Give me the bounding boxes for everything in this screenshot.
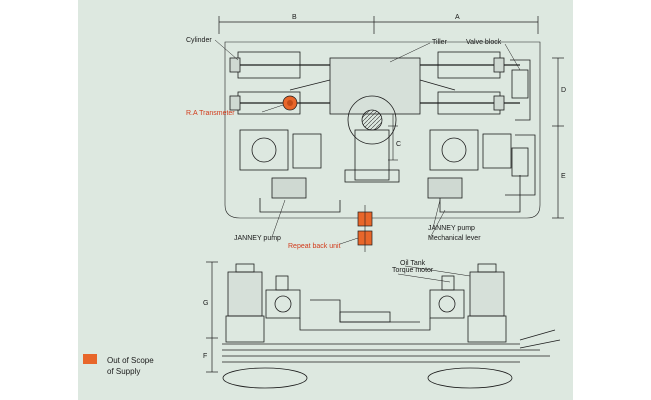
label-ra-transmeter: R.A Transmeter xyxy=(186,110,235,117)
drawing-sheet xyxy=(78,0,573,400)
label-mechanical-lever: Mechanical lever xyxy=(428,235,481,242)
elevation-dimension-lines xyxy=(206,261,218,373)
dimension-e: E xyxy=(561,173,566,180)
dimension-c-lower: C xyxy=(396,141,401,148)
label-oil-tank: Oil Tank xyxy=(400,260,426,267)
dimension-g: G xyxy=(203,300,208,307)
label-torque-motor: Torque motor xyxy=(392,267,434,274)
plan-view xyxy=(224,41,541,219)
legend-line-1: Out of Scope xyxy=(107,356,154,365)
dimension-f: F xyxy=(203,353,207,360)
repeat-back-units xyxy=(357,205,373,252)
label-repeat-back-unit: Repeat back unit xyxy=(288,243,341,250)
label-janney-pump-right: JANNEY pump xyxy=(428,225,475,232)
legend-swatch xyxy=(83,354,97,364)
label-valve-block: Valve block xyxy=(466,39,502,46)
dimension-b: B xyxy=(292,14,297,21)
elevation-leader-lines xyxy=(397,265,471,283)
top-dimension-lines xyxy=(218,16,539,34)
dimension-d: D xyxy=(561,87,566,94)
ra-transmeter-unit xyxy=(282,95,298,111)
legend-line-2: of Supply xyxy=(107,367,140,376)
label-cylinder: Cylinder xyxy=(186,37,212,44)
dimension-a: A xyxy=(455,14,460,21)
right-dimension-lines xyxy=(552,57,564,219)
label-tiller: Tiller xyxy=(432,39,448,46)
legend: Out of Scope of Supply xyxy=(83,354,154,376)
leader-lines xyxy=(214,39,521,245)
label-janney-pump-left: JANNEY pump xyxy=(234,235,281,242)
elevation-view xyxy=(222,263,561,389)
